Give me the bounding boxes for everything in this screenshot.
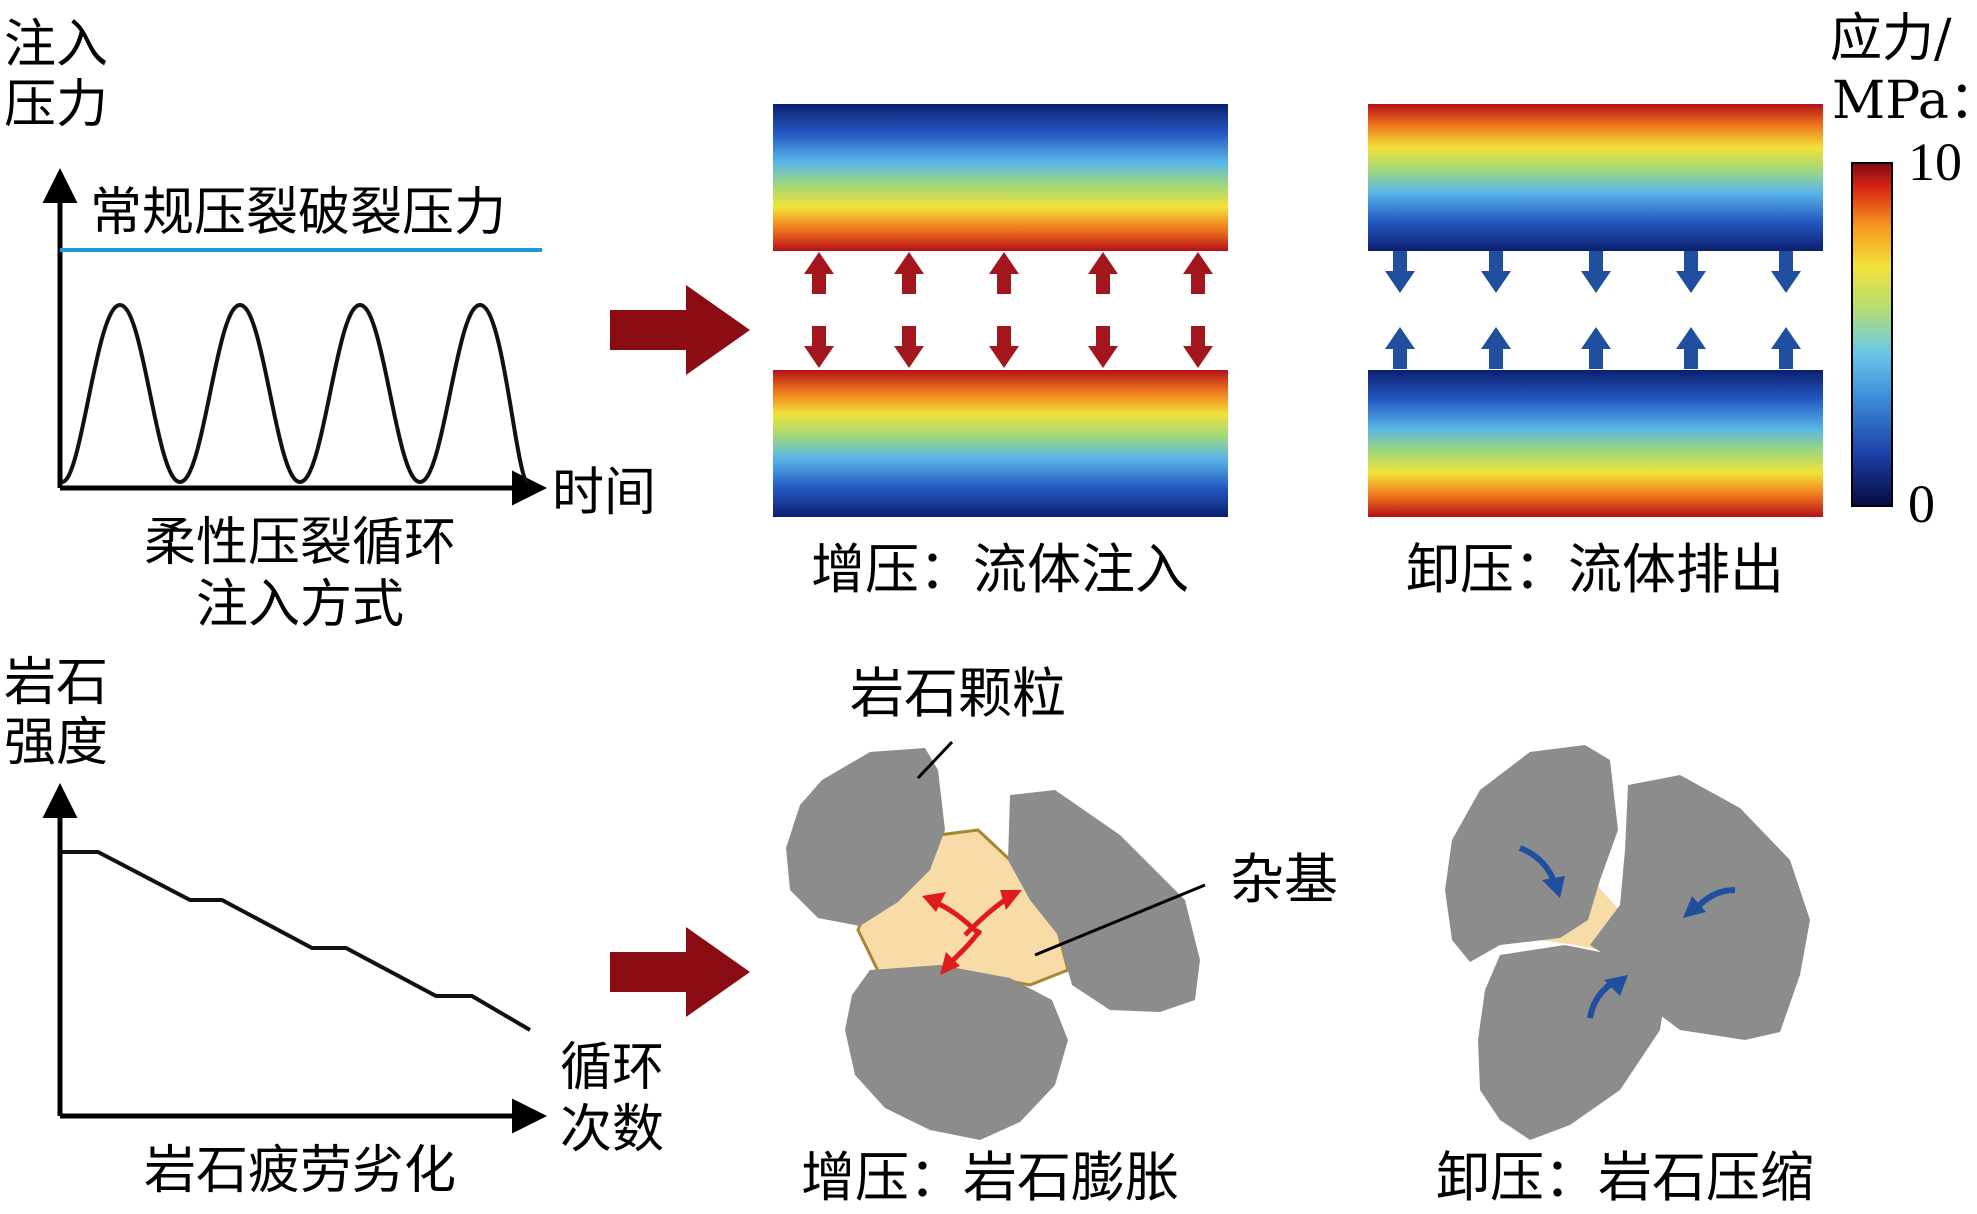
colorbar-min-label: 0	[1908, 474, 1935, 534]
down-arrow-icon	[1088, 326, 1118, 368]
transition-arrow-bottom	[610, 927, 750, 1017]
pressurization-panel: 增压：流体注入	[773, 104, 1228, 601]
colorbar-gradient	[1851, 162, 1893, 507]
depressurization-panel: 卸压：流体排出	[1368, 104, 1823, 601]
transition-arrow-top	[610, 285, 750, 375]
rock-grain	[786, 748, 945, 926]
arrowhead-icon	[1683, 896, 1706, 918]
compression-caption: 卸压：岩石压缩	[1436, 1146, 1814, 1209]
stress-colorbar: 应力/ MPa： 10 0	[1830, 9, 1977, 534]
compression-arrow-heads	[1542, 876, 1706, 996]
cycles-axis-label-2: 次数	[560, 1100, 664, 1160]
rock-grain	[1478, 945, 1668, 1140]
pressure-caption-2: 注入方式	[196, 575, 404, 635]
strength-axis-label-2: 强度	[4, 713, 108, 773]
up-arrow-icon	[1581, 327, 1611, 369]
arrowhead-icon	[940, 952, 960, 975]
threshold-label: 常规压裂破裂压力	[90, 183, 506, 243]
up-arrow-icon	[1088, 252, 1118, 294]
up-arrow-icon	[1771, 327, 1801, 369]
colorbar-max-label: 10	[1908, 132, 1962, 192]
strength-axis-label: 岩石	[4, 653, 108, 713]
up-arrow-icon	[894, 252, 924, 294]
inward-arrows-group	[1385, 251, 1801, 369]
matrix-leader-line	[1034, 883, 1206, 957]
lower-wall-stress-field-relaxed	[1368, 370, 1823, 517]
matrix-label: 杂基	[1230, 848, 1338, 911]
grain-label: 岩石颗粒	[850, 662, 1066, 725]
cyclic-pressure-curve	[61, 302, 530, 485]
strength-caption: 岩石疲劳劣化	[144, 1141, 456, 1201]
rock-grain	[845, 965, 1068, 1140]
expansion-arrow-heads	[922, 890, 1022, 975]
down-arrow-icon	[894, 326, 924, 368]
strength-decay-curve	[62, 850, 532, 1032]
expansion-caption: 增压：岩石膨胀	[801, 1146, 1179, 1209]
up-arrow-icon	[1481, 327, 1511, 369]
down-arrow-icon	[1581, 251, 1611, 293]
down-arrow-icon	[1676, 251, 1706, 293]
down-arrow-icon	[1481, 251, 1511, 293]
pressure-axis-label: 注入	[4, 15, 108, 75]
strength-cycles-panel: 岩石 强度 循环 次数 岩石疲劳劣化	[4, 653, 664, 1201]
down-arrow-icon	[1385, 251, 1415, 293]
lower-wall-stress-field	[773, 370, 1228, 517]
colorbar-title-2: MPa：	[1832, 71, 1977, 131]
pressure-time-panel: 注入 压力 常规压裂破裂压力 时间 柔性压裂循环 注入方式	[4, 15, 656, 635]
grain-leader-line	[916, 740, 954, 780]
down-arrow-icon	[804, 326, 834, 368]
cycles-axis-label-1: 循环	[560, 1038, 664, 1098]
rock-compression-panel: 卸压：岩石压缩	[1436, 745, 1814, 1209]
arrowhead-icon	[1000, 890, 1022, 910]
upper-wall-stress-field-relaxed	[1368, 104, 1823, 251]
up-arrow-icon	[804, 252, 834, 294]
up-arrow-icon	[989, 252, 1019, 294]
rock-grain	[1008, 790, 1200, 1012]
down-arrow-icon	[989, 326, 1019, 368]
colorbar-title-1: 应力/	[1830, 9, 1952, 69]
depressurization-caption: 卸压：流体排出	[1406, 538, 1784, 601]
up-arrow-icon	[1183, 252, 1213, 294]
arrowhead-icon	[1542, 876, 1565, 898]
time-axis-label: 时间	[552, 463, 656, 523]
up-arrow-icon	[1385, 327, 1415, 369]
pressure-caption-1: 柔性压裂循环	[144, 513, 456, 573]
down-arrow-icon	[1771, 251, 1801, 293]
rock-expansion-panel: 岩石颗粒 杂基 增压：岩石膨胀	[786, 662, 1338, 1209]
arrowhead-icon	[922, 892, 946, 912]
upper-wall-stress-field	[773, 104, 1228, 251]
arrowhead-icon	[1604, 975, 1628, 996]
outward-arrows-group	[804, 252, 1213, 368]
up-arrow-icon	[1676, 327, 1706, 369]
pressure-axis-label-2: 压力	[4, 75, 108, 135]
down-arrow-icon	[1183, 326, 1213, 368]
pressurization-caption: 增压：流体注入	[811, 538, 1189, 601]
